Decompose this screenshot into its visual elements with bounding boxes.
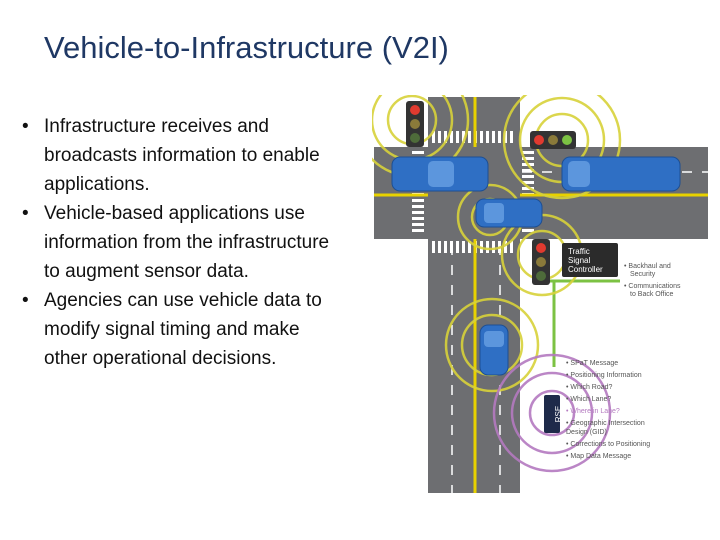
bullet-dot-icon: • [22,290,29,311]
crosswalk-stripe [438,131,441,143]
signal-controller-box [562,243,618,277]
bullet-text: Agencies can use vehicle data to modify … [44,290,322,369]
crosswalk-stripe [432,131,435,143]
traffic-signal-icon [406,101,424,147]
vehicle-center [475,198,543,228]
bullet-item: • Agencies can use vehicle data to modify… [22,286,342,373]
controller-label: Controller [568,265,603,274]
rse-message: • Corrections to Positioning [566,441,650,448]
crosswalk-stripe [504,131,507,143]
rse-message: • Which Road? [566,384,613,391]
crosswalk-stripe [432,241,435,253]
traffic-signal-icon [532,239,550,285]
slide-title: Vehicle-to-Infrastructure (V2I) [44,30,449,65]
vehicle-right [561,156,681,192]
bullet-text: Infrastructure receives and broadcasts i… [44,116,320,195]
rse-message: • Where in Lane? [566,408,620,415]
crosswalk-stripe [522,229,534,232]
bullet-text: Vehicle-based applications use informati… [44,203,330,282]
crosswalk-stripe [412,229,424,232]
rse-message: • Geographic Intersection [566,420,645,427]
bullet-dot-icon: • [22,116,29,137]
crosswalk-stripe [522,151,534,154]
traffic-signal-icon [530,131,576,149]
crosswalk-stripe [498,131,501,143]
v2i-intersection-diagram: Traffic Signal Controller • Backhaul and… [372,95,708,493]
crosswalk-stripe [522,157,534,160]
rse-range-rings [492,353,612,473]
crosswalk-stripe [486,131,489,143]
vehicle-bottom [479,324,509,376]
crosswalk-stripe [412,217,424,220]
rse-message: • Positioning Information [566,372,642,379]
controller-label: Traffic [568,247,590,256]
crosswalk-stripe [462,131,465,143]
crosswalk-stripe [412,211,424,214]
crosswalk-stripe [412,205,424,208]
crosswalk-stripe [492,241,495,253]
crosswalk-stripe [456,131,459,143]
crosswalk-stripe [444,131,447,143]
controller-label: Signal [568,256,590,265]
controller-link-text: Security [630,271,656,278]
crosswalk-stripe [450,131,453,143]
bullet-item: • Infrastructure receives and broadcasts … [22,112,342,199]
crosswalk-stripe [504,241,507,253]
rse-message: Design (GID) [566,429,607,436]
crosswalk-stripe [492,131,495,143]
crosswalk-stripe [468,131,471,143]
crosswalk-stripe [412,199,424,202]
bullet-dot-icon: • [22,203,29,224]
bullet-list: • Infrastructure receives and broadcasts … [22,112,342,373]
crosswalk-stripe [486,241,489,253]
controller-link-text: • Communications [624,283,681,290]
crosswalk-stripe [510,241,513,253]
rse-message: • Which Lane? [566,396,611,403]
crosswalk-stripe [480,131,483,143]
controller-link-text: to Back Office [630,291,674,298]
crosswalk-stripe [522,181,534,184]
crosswalk-stripe [438,241,441,253]
rse-label: RSE [554,406,563,422]
vehicle-left [391,156,489,192]
crosswalk-stripe [412,223,424,226]
crosswalk-stripe [522,175,534,178]
rse-unit [544,395,560,433]
crosswalk-stripe [456,241,459,253]
crosswalk-stripe [522,169,534,172]
rse-message: • SPaT Message [566,360,618,367]
controller-link-text: • Backhaul and [624,263,671,270]
rse-message-list: • SPaT Message • Positioning Information… [566,360,650,460]
crosswalk-stripe [462,241,465,253]
crosswalk-stripe [510,131,513,143]
rse-message: • Map Data Message [566,453,631,460]
crosswalk-stripe [412,151,424,154]
bullet-item: • Vehicle-based applications use informat… [22,199,342,286]
crosswalk-stripe [444,241,447,253]
crosswalk-stripe [468,241,471,253]
